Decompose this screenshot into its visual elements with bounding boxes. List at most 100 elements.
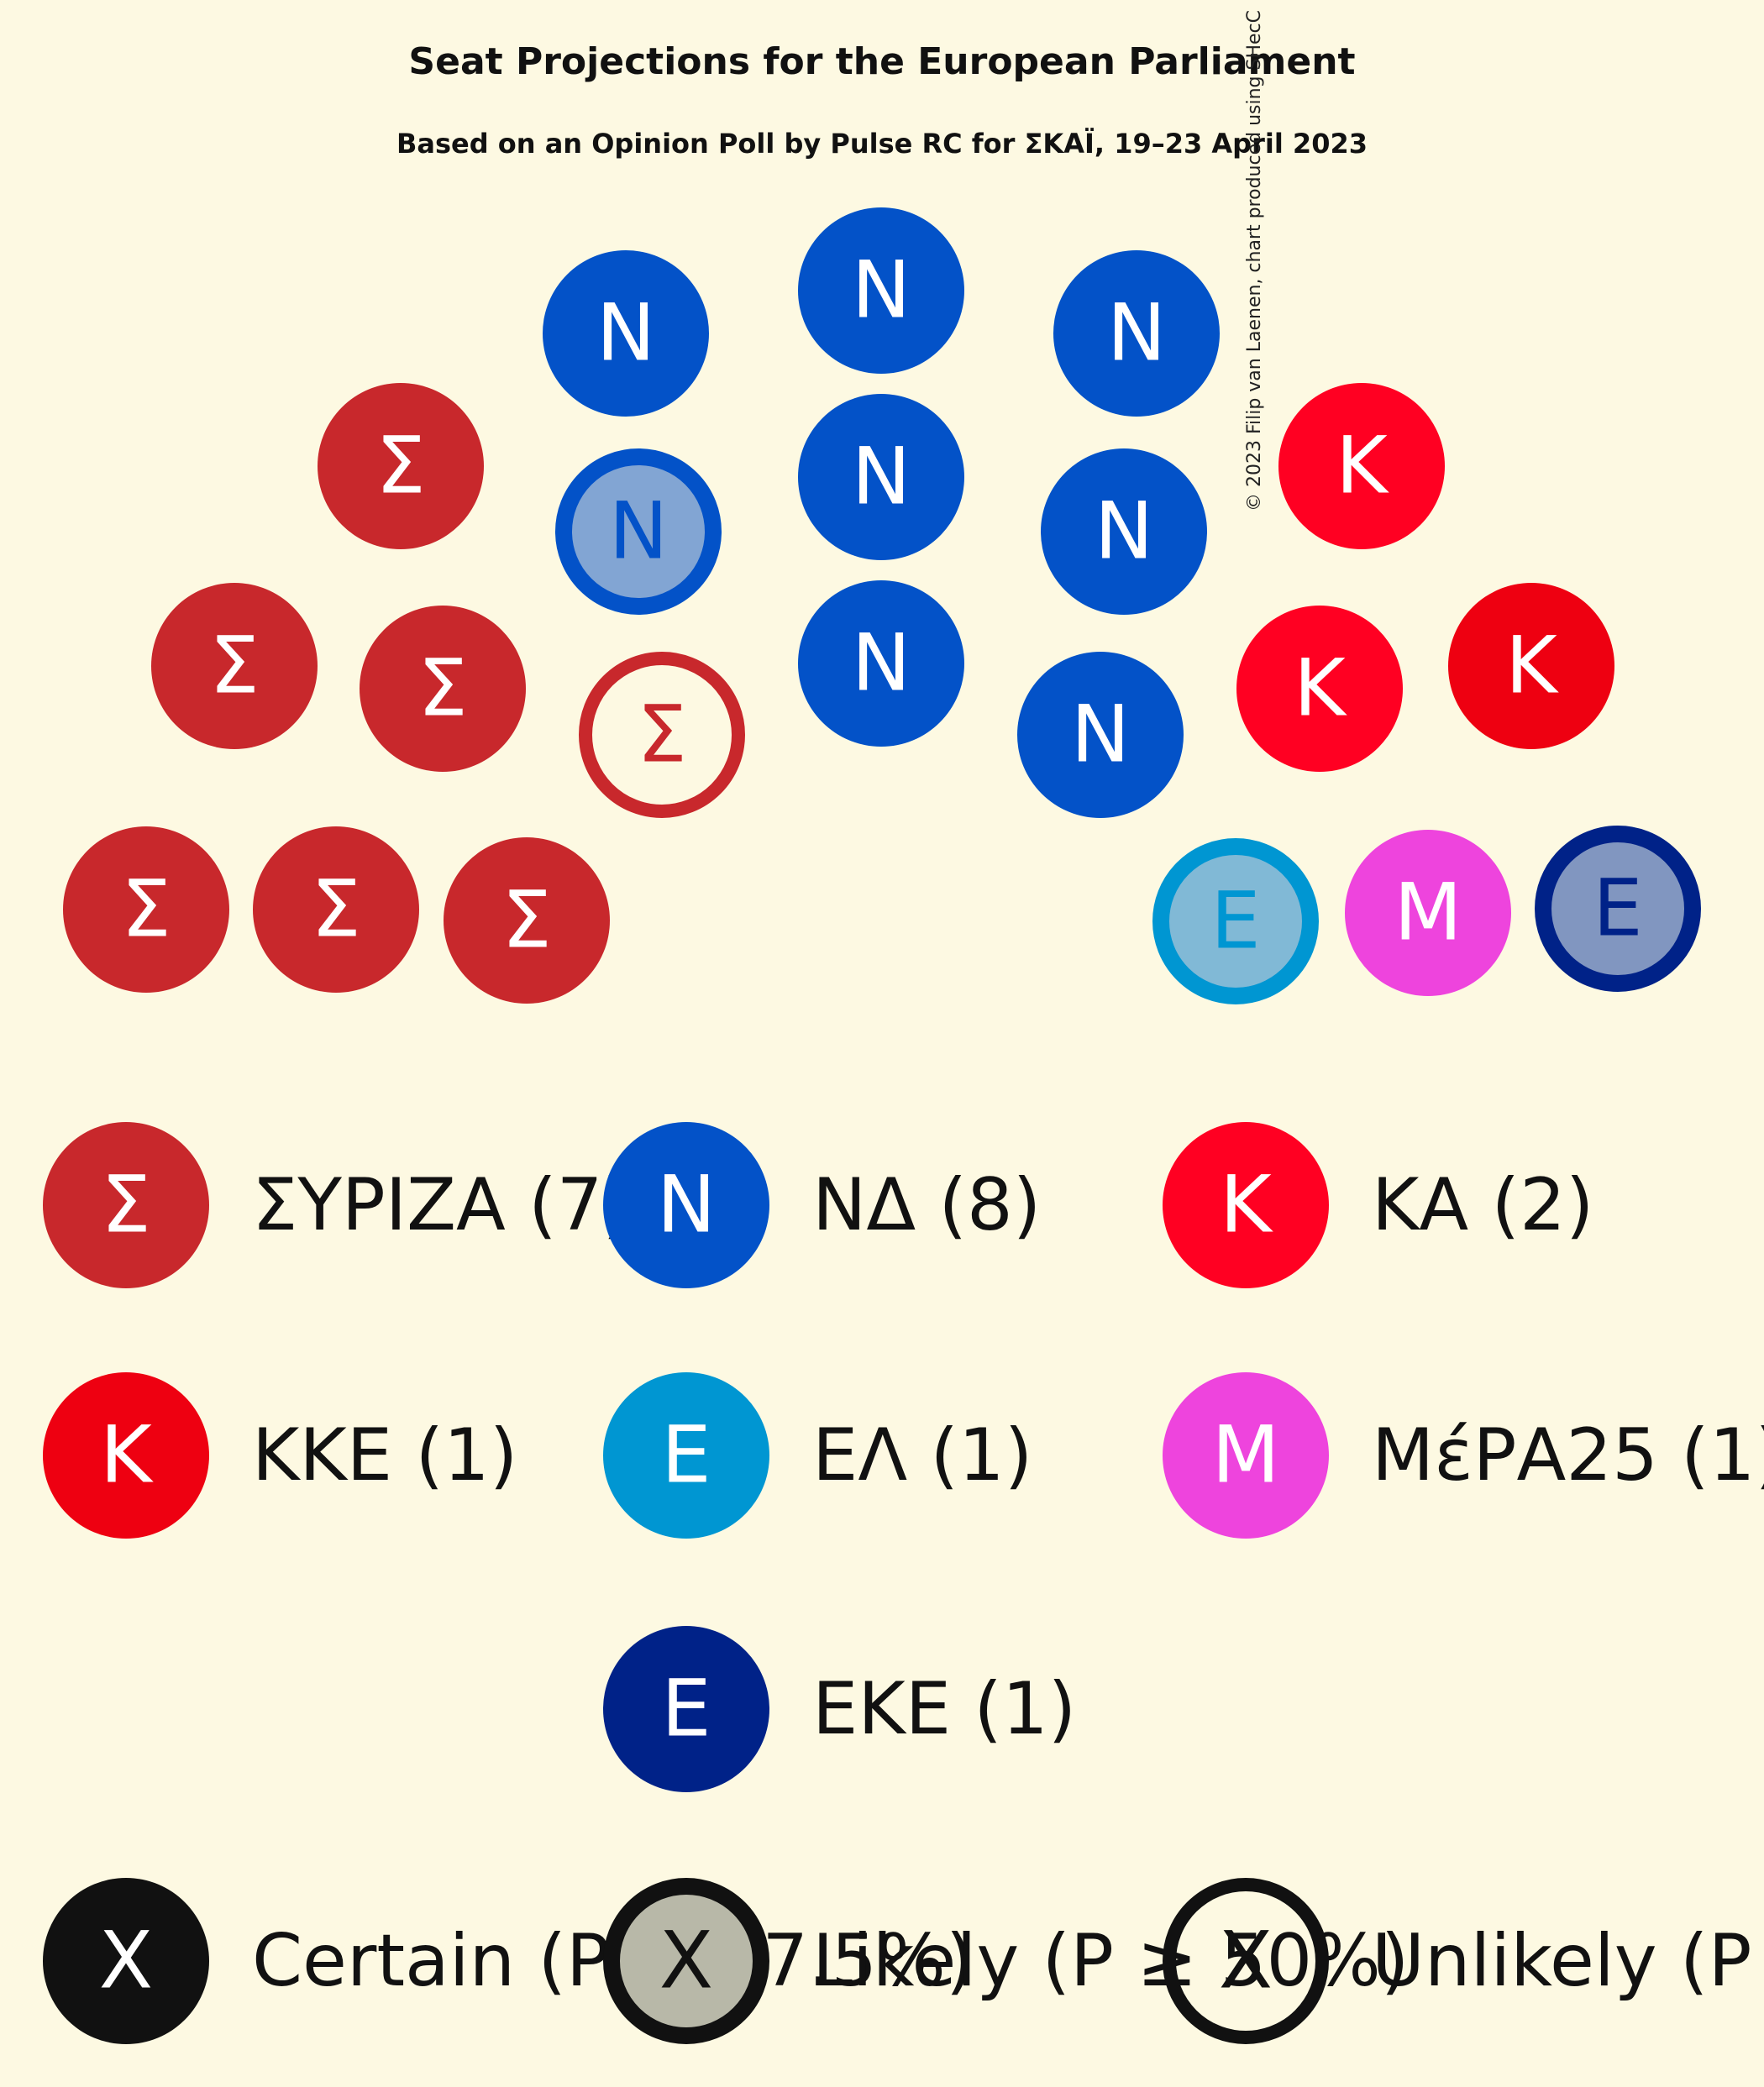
- seat-11: Ν: [798, 394, 964, 560]
- seat-17-circle: [1236, 606, 1403, 772]
- seat-13: Ν: [1053, 250, 1220, 417]
- seat-8-symbol: Ν: [609, 486, 668, 578]
- chart-title: Seat Projections for the European Parlia…: [408, 40, 1356, 83]
- legend-item-3: Κ ΚΑ (2): [1163, 1122, 1593, 1288]
- legend-swatch: [1163, 1372, 1329, 1539]
- seat-20-symbol: Μ: [1394, 868, 1462, 959]
- seat-14: Ν: [1041, 448, 1207, 615]
- seat-3: Σ: [444, 837, 610, 1004]
- seat-4: Σ: [151, 583, 318, 749]
- seat-9: Ν: [543, 250, 709, 417]
- probability-legend-unlikely: X Unlikely (P < 50%): [1163, 1878, 1764, 2044]
- legend-symbol: Κ: [1220, 1160, 1273, 1251]
- seat-20-circle: [1345, 830, 1511, 996]
- seat-9-symbol: Ν: [596, 288, 655, 380]
- seat-18-symbol: Κ: [1505, 621, 1559, 712]
- seat-19-symbol: Ε: [1210, 876, 1260, 967]
- legend-symbol: Κ: [100, 1410, 154, 1502]
- seat-10: Ν: [798, 207, 964, 374]
- legend-item-6: Μ ΜέΡΑ25 (1): [1163, 1372, 1764, 1539]
- legend-label: ΝΔ (8): [812, 1163, 1041, 1247]
- seat-1: Σ: [63, 826, 229, 993]
- legend-swatch: [43, 1122, 209, 1288]
- seat-15-circle: [1017, 652, 1184, 818]
- probability-swatch: [1163, 1878, 1329, 2044]
- seat-1-circle: [63, 826, 229, 993]
- seat-16: Κ: [1278, 383, 1445, 549]
- seat-10-circle: [798, 207, 964, 374]
- seat-5-circle: [360, 606, 526, 772]
- seat-12: Ν: [798, 580, 964, 747]
- legend-symbol: Μ: [1211, 1410, 1279, 1502]
- seat-2: Σ: [253, 826, 419, 993]
- seat-5: Σ: [360, 606, 526, 772]
- legend-swatch: [603, 1372, 769, 1539]
- probability-symbol: X: [659, 1916, 713, 2007]
- seat-14-symbol: Ν: [1095, 486, 1153, 578]
- legend-item-1: Σ ΣΥΡΙΖΑ (7): [43, 1122, 631, 1288]
- seat-6-symbol: Σ: [375, 421, 425, 512]
- legend-swatch: [603, 1122, 769, 1288]
- seat-9-circle: [543, 250, 709, 417]
- seat-15: Ν: [1017, 652, 1184, 818]
- seat-18: Κ: [1448, 583, 1614, 749]
- seat-17: Κ: [1236, 606, 1403, 772]
- seat-20: Μ: [1345, 830, 1511, 996]
- legend-swatch: [603, 1626, 769, 1792]
- seat-11-symbol: Ν: [852, 432, 911, 523]
- seat-4-circle: [151, 583, 318, 749]
- seat-10-symbol: Ν: [852, 245, 911, 337]
- seat-21: Ε: [1535, 826, 1701, 992]
- seat-17-symbol: Κ: [1294, 643, 1347, 735]
- legend-symbol: Σ: [101, 1160, 150, 1251]
- legend-label: ΜέΡΑ25 (1): [1372, 1413, 1764, 1497]
- seat-7-symbol: Σ: [637, 690, 686, 781]
- seat-21-circle: [1535, 826, 1701, 992]
- legend-label: ΕΛ (1): [812, 1413, 1032, 1497]
- seat-16-symbol: Κ: [1336, 421, 1389, 512]
- seat-6-circle: [318, 383, 484, 549]
- probability-swatch: [603, 1878, 769, 2044]
- seat-3-symbol: Σ: [501, 875, 551, 967]
- legend-swatch: [1163, 1122, 1329, 1288]
- seat-13-circle: [1053, 250, 1220, 417]
- legend-swatch: [43, 1372, 209, 1539]
- seat-7: Σ: [579, 652, 745, 818]
- seat-11-circle: [798, 394, 964, 560]
- seat-12-symbol: Ν: [852, 618, 911, 710]
- probability-label: Unlikely (P < 50%): [1372, 1919, 1764, 2003]
- seat-3-circle: [444, 837, 610, 1004]
- seat-8: Ν: [555, 448, 722, 615]
- seat-6: Σ: [318, 383, 484, 549]
- probability-symbol: X: [1219, 1916, 1273, 2007]
- seat-5-symbol: Σ: [417, 643, 467, 735]
- seat-1-symbol: Σ: [121, 864, 171, 956]
- seat-7-circle: [579, 652, 745, 818]
- legend-label: ΚΑ (2): [1372, 1163, 1593, 1247]
- seat-14-circle: [1041, 448, 1207, 615]
- seat-2-symbol: Σ: [311, 864, 360, 956]
- legend-item-5: Ε ΕΛ (1): [603, 1372, 1032, 1539]
- probability-symbol: X: [99, 1916, 153, 2007]
- seat-13-symbol: Ν: [1107, 288, 1166, 380]
- seat-12-circle: [798, 580, 964, 747]
- seat-4-symbol: Σ: [209, 621, 259, 712]
- seat-8-circle: [555, 448, 722, 615]
- probability-swatch: [43, 1878, 209, 2044]
- seat-16-circle: [1278, 383, 1445, 549]
- seat-19-circle: [1152, 838, 1319, 1004]
- legend-label: ΣΥΡΙΖΑ (7): [252, 1163, 631, 1247]
- legend-symbol: Ε: [661, 1664, 711, 1755]
- seat-18-circle: [1448, 583, 1614, 749]
- chart-subtitle: Based on an Opinion Poll by Pulse RC for…: [396, 128, 1368, 160]
- seat-19: Ε: [1152, 838, 1319, 1004]
- seat-15-symbol: Ν: [1071, 690, 1130, 781]
- legend-symbol: Ε: [661, 1410, 711, 1502]
- seat-2-circle: [253, 826, 419, 993]
